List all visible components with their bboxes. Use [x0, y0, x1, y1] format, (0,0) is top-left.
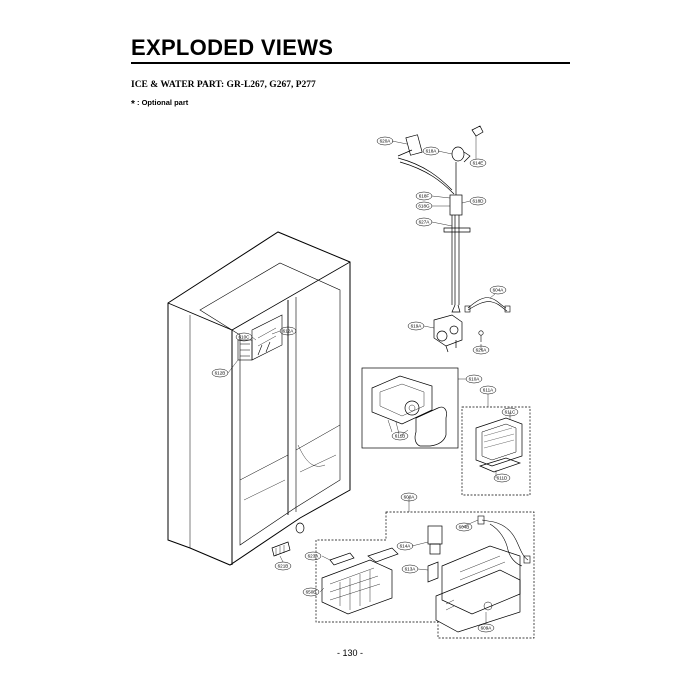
part-label: 604A — [489, 285, 507, 295]
screw-626A — [478, 330, 484, 342]
svg-text:609A: 609A — [481, 626, 493, 631]
svg-text:600A: 600A — [404, 495, 416, 500]
part-label: 650B — [302, 587, 320, 597]
part-label: 604B — [455, 522, 473, 532]
optional-note-text: : Optional part — [137, 98, 189, 107]
svg-text:613A: 613A — [405, 567, 417, 572]
svg-text:618A: 618A — [426, 149, 438, 154]
part-label: 618G — [415, 201, 433, 211]
part-label: 626A — [472, 345, 490, 355]
title-rule — [131, 62, 570, 64]
svg-text:618D: 618D — [473, 199, 485, 204]
svg-text:627A: 627A — [419, 220, 431, 225]
svg-text:620A: 620A — [380, 139, 392, 144]
part-label: 612A — [279, 326, 297, 336]
bracket-613A — [427, 561, 439, 583]
svg-text:604A: 604A — [493, 288, 505, 293]
section-subtitle: ICE & WATER PART: GR-L267, G267, P277 — [131, 80, 316, 90]
part-label: 614E — [469, 158, 487, 168]
svg-text:611B: 611B — [395, 434, 405, 439]
leader-lines — [227, 136, 511, 624]
svg-text:611A: 611A — [483, 388, 494, 393]
svg-text:612B: 612B — [215, 371, 226, 376]
part-label: 621B — [274, 561, 292, 571]
part-label: 611A — [479, 385, 497, 395]
part-label: 610C — [235, 332, 253, 342]
svg-text:650B: 650B — [306, 590, 317, 595]
svg-text:618G: 618G — [418, 204, 430, 209]
page-title: EXPLODED VIEWS — [131, 35, 334, 60]
part-label: 611B — [391, 431, 409, 441]
icemaker-control-box — [435, 545, 521, 633]
part-label: 618A — [422, 146, 440, 156]
wire-harness-bottom — [477, 515, 531, 567]
svg-text:626A: 626A — [476, 348, 488, 353]
part-label: 611D — [493, 473, 511, 483]
water-tube-assembly — [397, 125, 484, 313]
svg-text:604B: 604B — [459, 525, 470, 530]
part-label: 609A — [477, 623, 495, 633]
icemaker-tray — [321, 547, 399, 615]
svg-text:610A: 610A — [469, 377, 481, 382]
svg-text:614E: 614E — [473, 161, 484, 166]
part-label: 618D — [469, 196, 487, 206]
svg-text:611D: 611D — [497, 476, 508, 481]
part-labels: 620A 618A 614E 618F 618G 618D 627A 604A … — [211, 136, 519, 633]
part-label: 614A — [396, 541, 414, 551]
part-label: 611C — [501, 407, 519, 417]
svg-text:612A: 612A — [283, 329, 295, 334]
part-label: 618F — [415, 191, 433, 201]
part-label: 627A — [415, 217, 433, 227]
ice-chute-frame — [475, 417, 523, 473]
refrigerator-cabinet — [167, 231, 351, 566]
part-label: 613A — [401, 564, 419, 574]
ice-chute-box — [461, 406, 531, 496]
optional-part-note: * : Optional part — [131, 98, 188, 110]
svg-text:610C: 610C — [239, 335, 251, 340]
part-label: 610A — [465, 374, 483, 384]
water-valve — [433, 314, 463, 353]
svg-text:618F: 618F — [419, 194, 430, 199]
svg-text:614A: 614A — [400, 544, 412, 549]
sensor-614A — [427, 525, 443, 555]
icemaker-group-box — [315, 511, 535, 639]
page-number: - 130 - — [336, 648, 363, 658]
part-label: 619A — [407, 321, 425, 331]
dispenser-group-box — [361, 367, 459, 449]
svg-text:611C: 611C — [505, 410, 516, 415]
optional-mark: * — [131, 99, 135, 110]
part-label: 620A — [376, 136, 394, 146]
dispenser-bracket — [237, 339, 271, 361]
svg-text:623A: 623A — [308, 554, 320, 559]
svg-text:621B: 621B — [278, 564, 289, 569]
part-label: 623A — [304, 551, 322, 561]
water-fitting-621B — [271, 541, 291, 557]
part-label: 612B — [211, 368, 229, 378]
svg-text:619A: 619A — [411, 324, 423, 329]
wire-harness-top — [464, 297, 511, 313]
part-label: 600A — [400, 492, 418, 502]
